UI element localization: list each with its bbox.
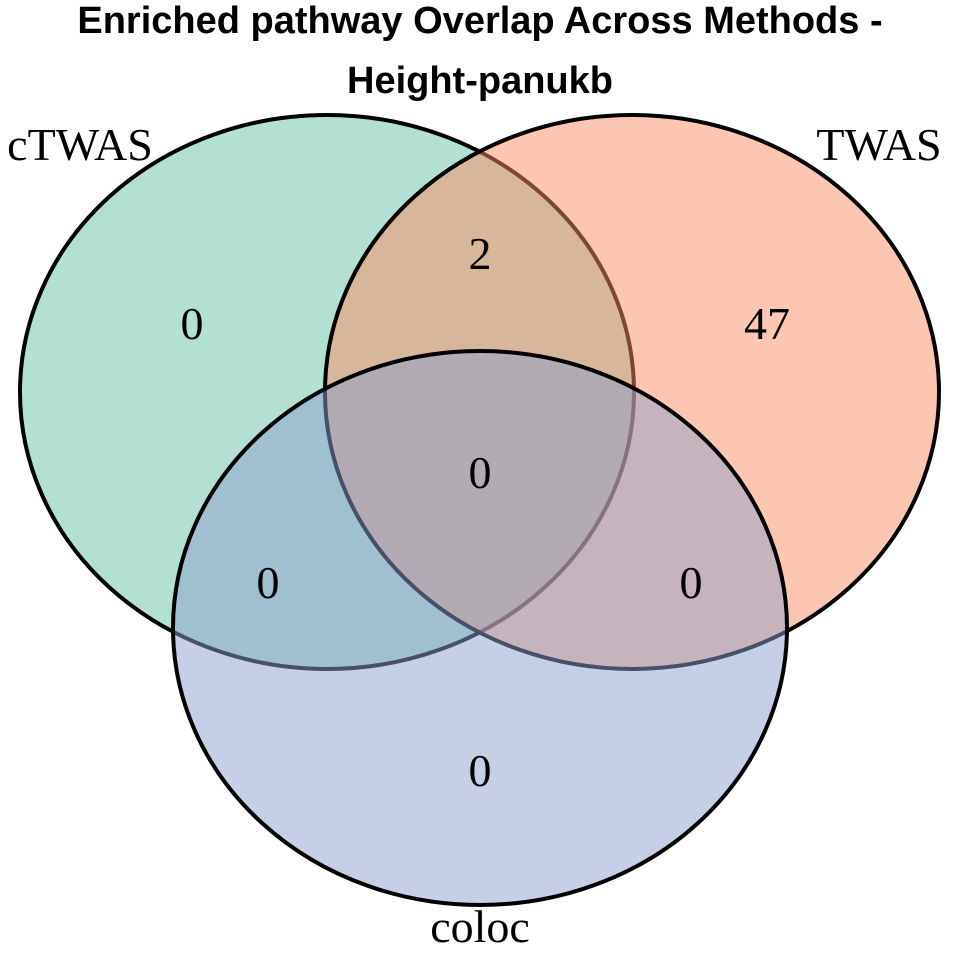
- coloc-only-count: 0: [469, 745, 492, 796]
- coloc-set-ellipse: [171, 349, 789, 907]
- ctwas-twas-count: 2: [469, 228, 492, 279]
- coloc-set-label: coloc: [430, 901, 530, 952]
- all-three-count: 0: [469, 447, 492, 498]
- twas-coloc-count: 0: [680, 557, 703, 608]
- diagram-title-line1: Enriched pathway Overlap Across Methods …: [77, 0, 882, 42]
- ctwas-set-label: cTWAS: [7, 119, 153, 170]
- ctwas-only-count: 0: [181, 298, 204, 349]
- diagram-title-line2: Height-panukb: [347, 60, 613, 102]
- ctwas-coloc-count: 0: [257, 557, 280, 608]
- twas-only-count: 47: [744, 298, 790, 349]
- twas-set-label: TWAS: [816, 119, 941, 170]
